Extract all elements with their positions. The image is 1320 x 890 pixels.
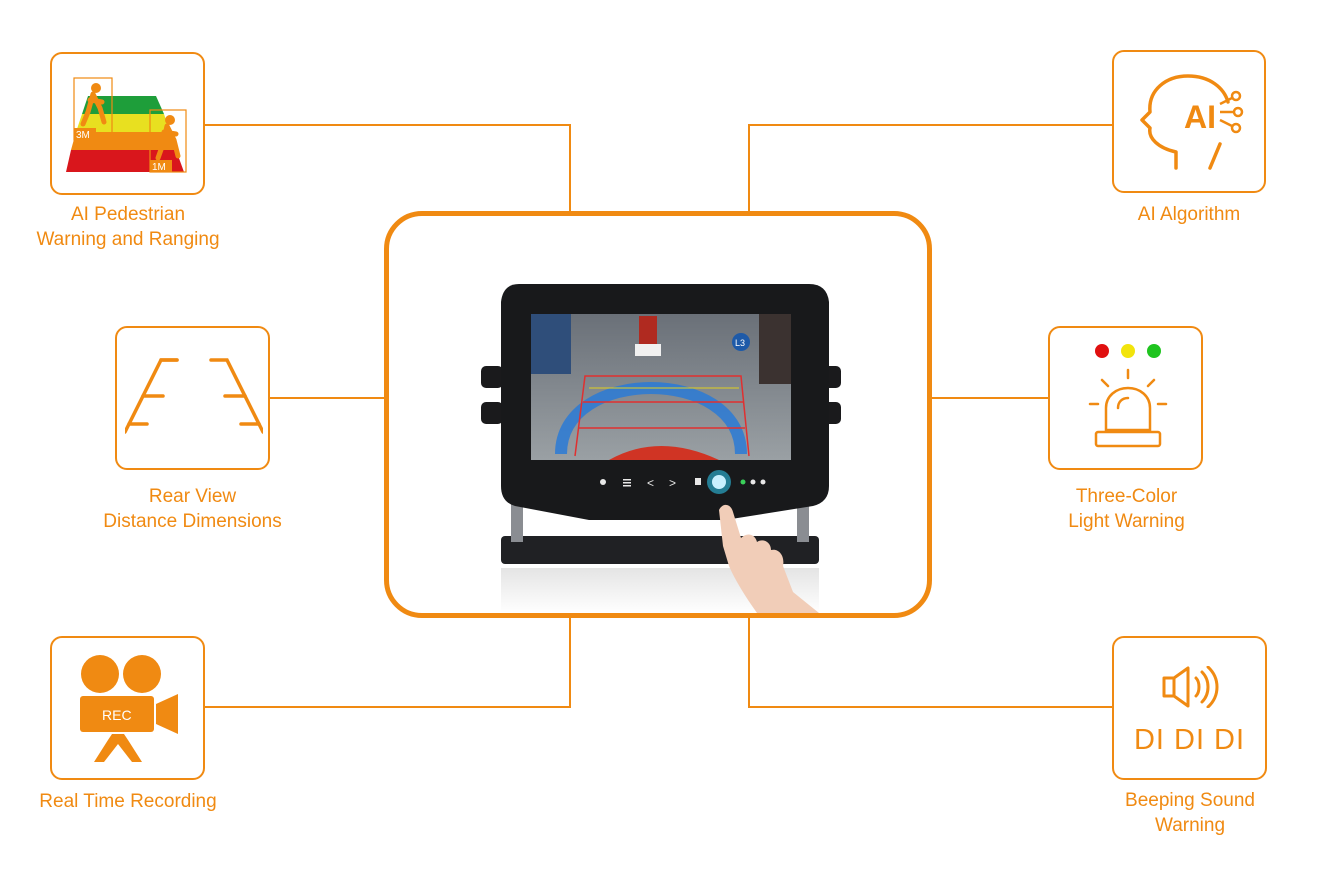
pedestrian-caption-line2: Warning and Ranging bbox=[36, 229, 220, 250]
lightwarning-caption-line2: Light Warning bbox=[1068, 511, 1185, 532]
chevron-left-icon: < bbox=[647, 476, 654, 490]
rearview-caption: Rear View Distance Dimensions bbox=[60, 484, 325, 534]
pedestrian-feature-box: 3M 1M bbox=[50, 52, 205, 195]
rearview-caption-line1: Rear View bbox=[148, 486, 237, 507]
zone-label-1m: 1M bbox=[152, 162, 166, 173]
zone-label-3m: 3M bbox=[76, 130, 90, 141]
menu-icon bbox=[623, 479, 631, 481]
lightwarning-caption: Three-Color Light Warning bbox=[1000, 484, 1253, 534]
connector-pedestrian bbox=[205, 124, 571, 211]
green-light-icon bbox=[1147, 344, 1161, 358]
monitor-image: L3 < > bbox=[481, 284, 841, 613]
ai-head-icon: AI bbox=[1140, 74, 1244, 170]
screen-tag: L3 bbox=[735, 338, 745, 348]
monitor-showcase-frame: L3 < > bbox=[384, 211, 932, 618]
yellow-light-icon bbox=[1121, 344, 1135, 358]
di-di-di-text: DI DI DI bbox=[1133, 724, 1246, 756]
parking-guideline-icon bbox=[125, 358, 263, 434]
video-camera-icon: REC bbox=[80, 655, 178, 762]
beeping-caption-line2: Warning bbox=[1154, 815, 1226, 836]
beeping-feature-box: DI DI DI bbox=[1112, 636, 1267, 780]
source-icon bbox=[695, 478, 701, 485]
algorithm-feature-box: AI bbox=[1112, 50, 1266, 193]
beeping-caption-line1: Beeping Sound bbox=[1125, 790, 1255, 811]
chevron-right-icon: > bbox=[669, 476, 676, 490]
lightwarning-feature-box bbox=[1048, 326, 1203, 470]
pedestrian-distance-zones-icon: 3M 1M bbox=[66, 77, 187, 173]
connector-recording bbox=[205, 618, 571, 708]
ai-text: AI bbox=[1184, 99, 1216, 135]
lightwarning-caption-line1: Three-Color bbox=[1075, 486, 1178, 507]
recording-feature-box: REC bbox=[50, 636, 205, 780]
recording-caption: Real Time Recording bbox=[0, 789, 256, 814]
power-icon bbox=[600, 479, 606, 485]
warning-beacon-icon bbox=[1088, 344, 1168, 448]
connector-beeping bbox=[748, 618, 1112, 708]
recording-caption-line1: Real Time Recording bbox=[39, 791, 217, 812]
red-light-icon bbox=[1095, 344, 1109, 358]
connector-algorithm bbox=[748, 124, 1112, 211]
algorithm-caption: AI Algorithm bbox=[1112, 202, 1266, 227]
beeping-caption: Beeping Sound Warning bbox=[1090, 788, 1290, 838]
rearview-caption-line2: Distance Dimensions bbox=[103, 511, 282, 532]
pedestrian-caption: AI Pedestrian Warning and Ranging bbox=[0, 202, 256, 252]
speaker-icon bbox=[1162, 666, 1219, 708]
rearview-feature-box bbox=[115, 326, 270, 470]
rec-text: REC bbox=[102, 707, 132, 723]
pedestrian-caption-line1: AI Pedestrian bbox=[70, 204, 186, 225]
algorithm-caption-line1: AI Algorithm bbox=[1137, 204, 1241, 225]
hand-image bbox=[719, 504, 819, 613]
